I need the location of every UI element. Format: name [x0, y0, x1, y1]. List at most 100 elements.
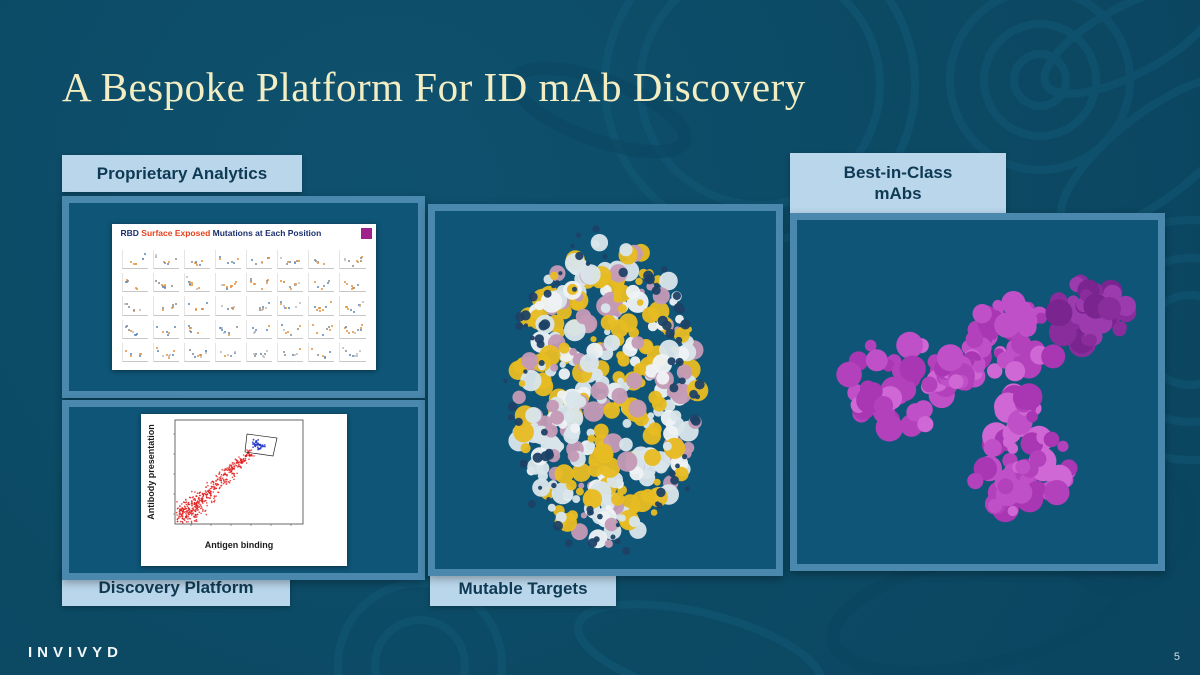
mini-plot-dot [343, 280, 346, 283]
mini-plot-dot [293, 284, 296, 287]
mini-plot-dot [195, 287, 198, 290]
mini-plot-dot [286, 331, 289, 334]
mini-plot-cell [214, 296, 241, 316]
mini-plot-dot [162, 285, 165, 288]
mini-plot-dot [219, 257, 222, 260]
mini-plot-dot [356, 260, 359, 263]
mini-plot-dot [188, 282, 191, 285]
mini-plot-dot [129, 330, 132, 333]
mini-plot-dot [314, 280, 317, 283]
mini-plot-dot [280, 324, 283, 326]
mini-plot-dot [350, 309, 353, 312]
mutations-chart-title: RBD Surface Exposed Mutations at Each Po… [121, 228, 354, 239]
mini-plot-cell [183, 319, 210, 339]
mini-plot-dot [284, 354, 287, 357]
mini-plot-dot [189, 284, 192, 286]
mini-plot-dot [331, 324, 334, 327]
mini-plot-dot [230, 285, 233, 288]
mini-plot-dot [135, 287, 138, 290]
mini-plot-dot [313, 306, 316, 309]
mini-plot-dot [223, 331, 226, 334]
mini-plot-dot [236, 258, 239, 261]
mini-plot-dot [262, 306, 265, 309]
mini-plot-dot [192, 352, 195, 355]
mini-plot-dot [139, 354, 142, 357]
mini-plot-cell [308, 296, 335, 316]
mini-plot-dot [124, 326, 127, 329]
mini-plot-dot [233, 261, 236, 264]
mini-plot-dot [314, 260, 317, 263]
mini-plot-dot [293, 262, 296, 265]
mini-plot-dot [204, 351, 207, 354]
mini-plot-dot [250, 259, 253, 262]
mini-plot-cell [152, 342, 179, 362]
mini-plot-cell [308, 250, 335, 270]
mini-plot-dot [322, 262, 325, 265]
mini-plot-dot [233, 351, 236, 354]
mini-plot-cell [214, 319, 241, 339]
mini-plot-dot [128, 328, 131, 331]
mini-plot-dot [348, 353, 351, 356]
mini-plot-dot [163, 260, 166, 263]
mini-plot-cell [152, 250, 179, 270]
mini-plot-dot [293, 283, 296, 286]
mini-plot-dot [318, 310, 321, 313]
mini-plot-dot [230, 286, 233, 289]
mini-plot-dot [162, 354, 165, 357]
mini-plot-dot [346, 306, 349, 309]
mini-plot-dot [220, 283, 223, 286]
mini-plot-dot [233, 352, 236, 355]
mini-plot-dot [326, 328, 329, 331]
mini-plot-dot [132, 263, 135, 266]
mini-plot-dot [196, 331, 199, 334]
mini-plot-dot [144, 253, 147, 256]
mini-plot-dot [289, 287, 292, 290]
mini-plot-dot [252, 353, 255, 356]
mini-plot-dot [353, 332, 356, 335]
mini-plot-dot [165, 331, 168, 334]
mini-plot-cell [246, 342, 273, 362]
mini-plot-dot [250, 280, 253, 283]
mini-plot-dot [188, 348, 191, 351]
invivyd-logo: INVIVYD [28, 644, 124, 661]
mini-plot-dot [124, 302, 127, 305]
mini-plot-dot [188, 329, 191, 332]
mini-plot-dot [155, 256, 158, 259]
mini-plot-dot [132, 310, 135, 313]
mini-plot-dot [292, 354, 295, 357]
mini-plot-dot [317, 262, 320, 265]
mini-plot-dot [358, 305, 361, 308]
mini-plot-dot [190, 282, 193, 285]
mini-plot-dot [290, 333, 293, 336]
mini-plot-dot [253, 354, 256, 357]
mini-plot-dot [265, 282, 268, 285]
mini-plot-cell [277, 319, 304, 339]
mini-plot-dot [227, 354, 230, 356]
mini-plot-dot [324, 306, 327, 309]
mini-plot-dot [359, 256, 362, 259]
mini-plot-dot [130, 353, 133, 356]
mini-plot-cell [183, 296, 210, 316]
mini-plot-dot [228, 334, 231, 337]
mini-plot-dot [310, 348, 313, 351]
mini-plot-dot [199, 355, 202, 358]
mini-plot-dot [328, 280, 331, 283]
slide-title: A Bespoke Platform For ID mAb Discovery [62, 64, 806, 111]
mini-plot-cell [152, 319, 179, 339]
mini-plot-dot [344, 326, 347, 329]
mini-plot-cell [246, 296, 273, 316]
mini-plot-dot [219, 327, 222, 330]
page-number: 5 [1173, 651, 1180, 663]
mini-plot-dot [168, 356, 171, 359]
mini-plot-dot [361, 324, 364, 327]
mini-plot-dot [155, 347, 158, 350]
label-mutable-targets: Mutable Targets [430, 571, 616, 606]
mini-plot-cell [214, 342, 241, 362]
mini-plot-dot [266, 328, 269, 331]
mini-plot-dot [135, 333, 138, 336]
panel-best-in-class-mabs [790, 213, 1165, 571]
mini-plot-dot [282, 328, 285, 331]
mini-plot-dot [260, 287, 263, 290]
mini-plot-dot [296, 352, 298, 355]
